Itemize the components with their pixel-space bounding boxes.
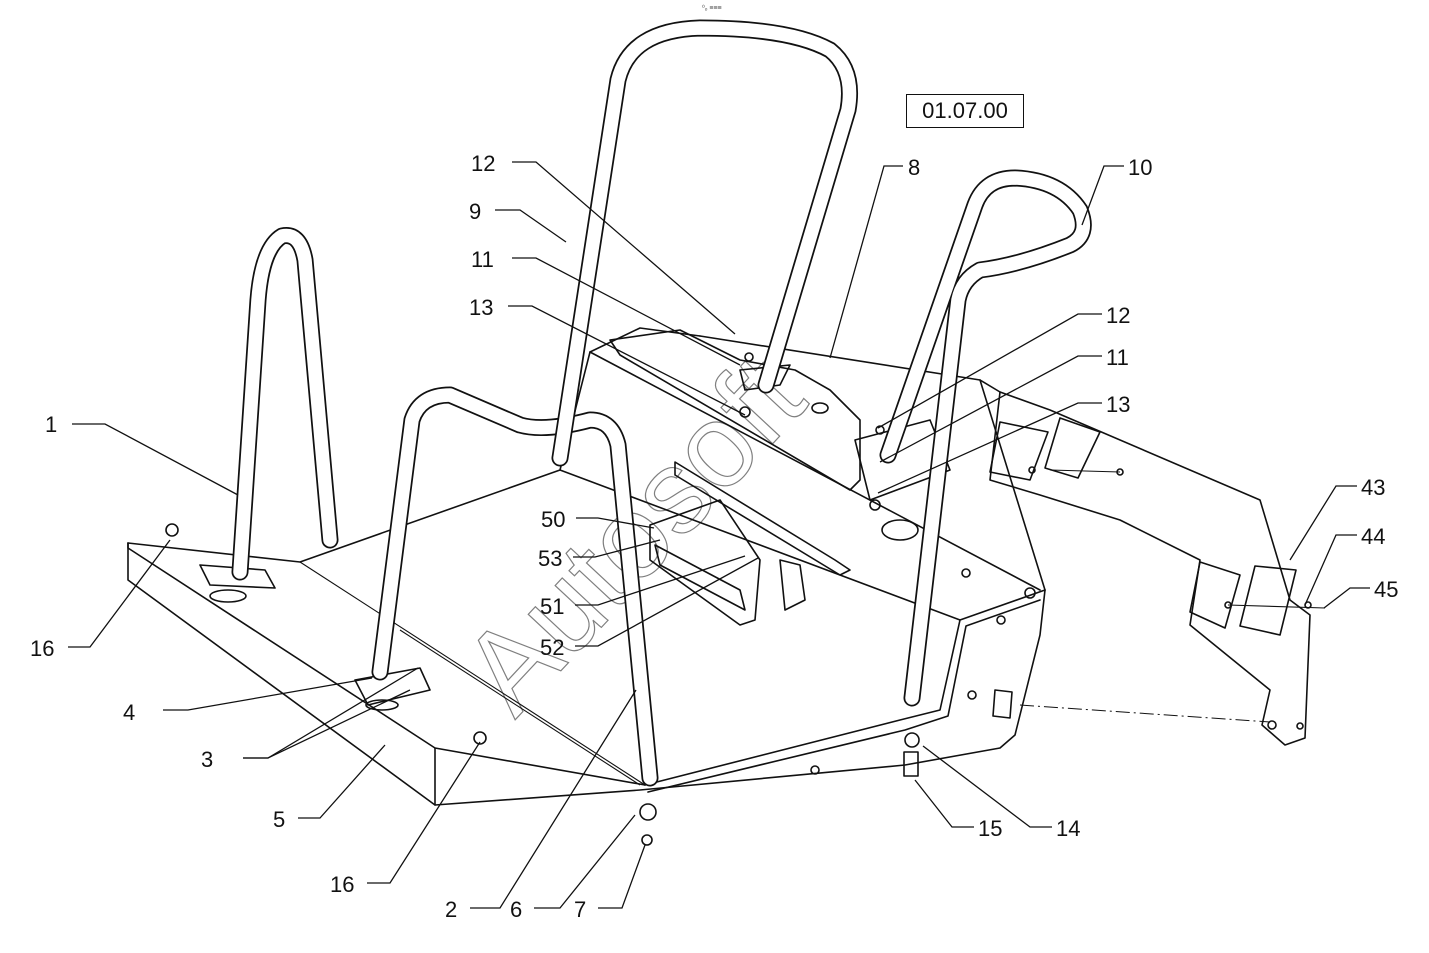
tube-2 [371, 386, 659, 787]
callout-43: 43 [1361, 475, 1385, 500]
callout-12b: 12 [1106, 303, 1130, 328]
tube-9 [551, 19, 859, 467]
callout-15: 15 [978, 816, 1002, 841]
callout-11b: 11 [1106, 345, 1129, 370]
right-side-plate [989, 391, 1311, 746]
callout-52: 52 [540, 635, 564, 660]
callout-45: 45 [1374, 577, 1398, 602]
callout-9: 9 [469, 199, 481, 224]
front-mount-plate [354, 667, 431, 711]
base-frame [127, 327, 1046, 806]
callout-50: 50 [541, 507, 565, 532]
tube-10 [879, 169, 1092, 707]
callout-5: 5 [273, 807, 285, 832]
callout-3: 3 [201, 747, 213, 772]
callout-7: 7 [574, 897, 586, 922]
callout-6: 6 [510, 897, 522, 922]
hardware [165, 352, 1312, 846]
callout-44: 44 [1361, 524, 1385, 549]
top-mark: ⁰ₒ ≡≡≡ [702, 5, 722, 12]
reference-code-box: 01.07.00 [906, 94, 1024, 128]
callout-12a: 12 [471, 151, 495, 176]
callout-51: 51 [540, 594, 564, 619]
callout-14: 14 [1056, 816, 1080, 841]
callout-10: 10 [1128, 155, 1152, 180]
callout-11a: 11 [471, 247, 494, 272]
center-bracket [649, 461, 851, 626]
callout-13a: 13 [469, 295, 493, 320]
callout-2: 2 [445, 897, 457, 922]
callout-16a: 16 [30, 636, 54, 661]
callout-4: 4 [123, 700, 135, 725]
callout-labels: 1 2 3 4 5 6 7 8 9 10 11 11 12 12 13 13 1… [30, 151, 1398, 922]
callout-1: 1 [45, 412, 57, 437]
callout-53: 53 [538, 546, 562, 571]
callout-13b: 13 [1106, 392, 1130, 417]
callout-16b: 16 [330, 872, 354, 897]
callout-8: 8 [908, 155, 920, 180]
tube-1 [231, 227, 339, 581]
callout-leaders [68, 161, 1370, 909]
